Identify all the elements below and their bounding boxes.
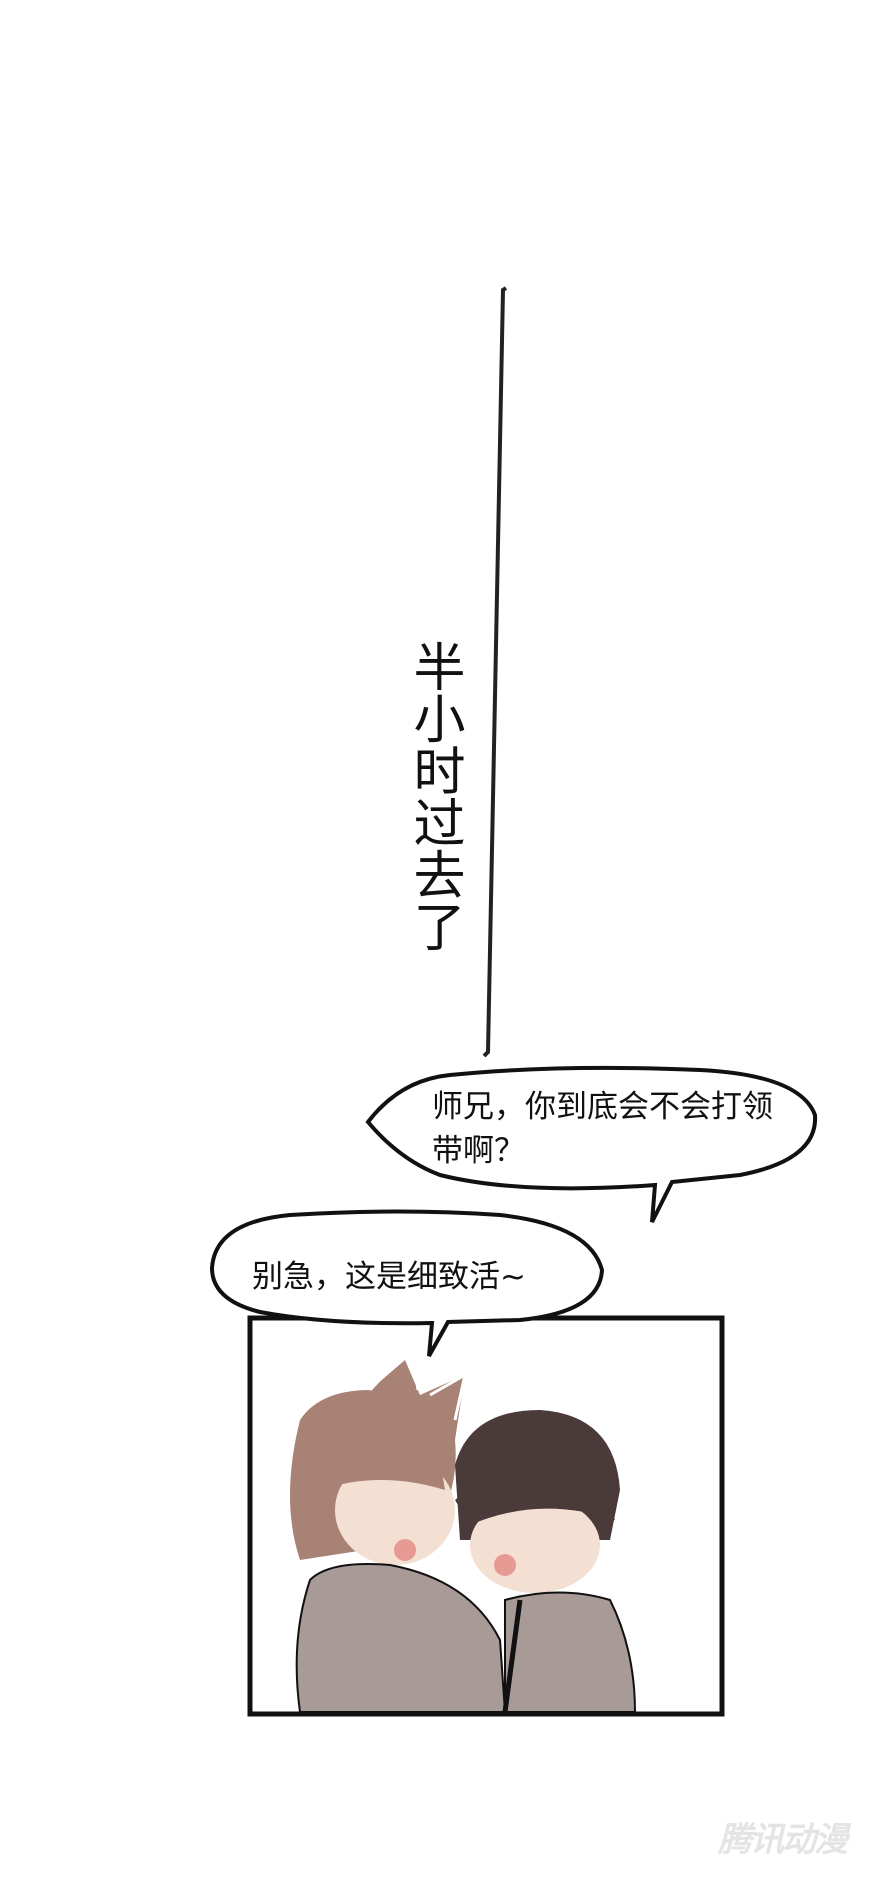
watermark-logo: 腾讯动漫: [718, 1820, 848, 1860]
speech-bubble-right: [365, 1065, 818, 1223]
dialogue-text-right: 师兄，你到底会不会打领带啊？: [432, 1089, 773, 1169]
dialogue-text-left: 别急，这是细致活~: [252, 1259, 526, 1295]
narration-text: 半小时过去了: [404, 640, 464, 952]
speech-bubble-left: [209, 1209, 605, 1357]
characters-illustration: [290, 1341, 637, 1713]
time-line: [482, 286, 508, 1058]
